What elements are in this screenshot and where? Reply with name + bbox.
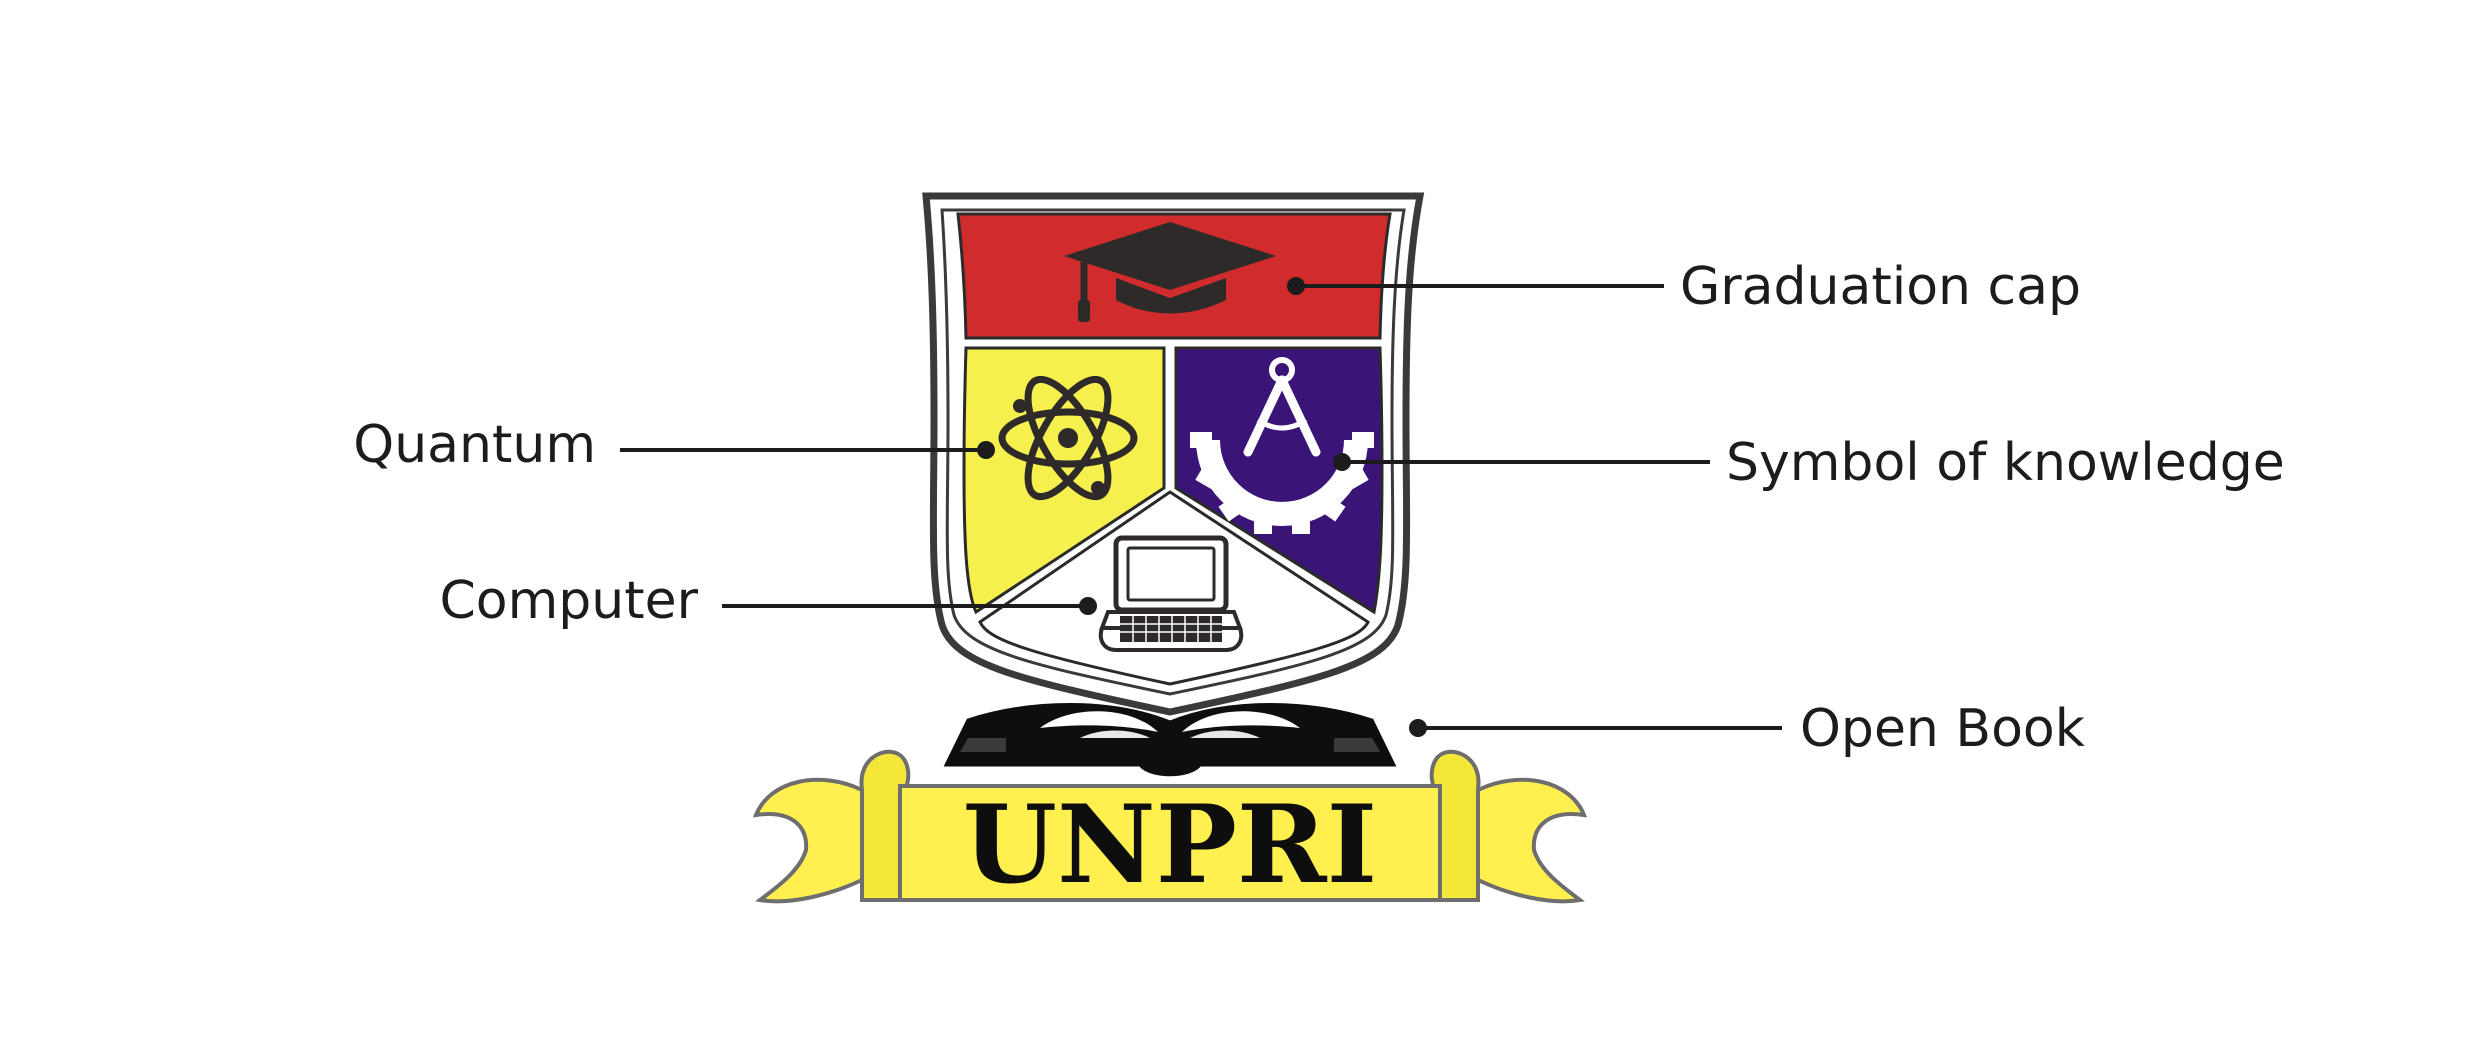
ribbon-banner: UNPRI: [752, 749, 1588, 908]
computer-icon: [1098, 535, 1244, 652]
purple-panel: [1174, 346, 1384, 615]
callout-label-graduation-cap: Graduation cap: [1680, 257, 2081, 317]
open-book-icon: [943, 703, 1397, 777]
shield: [922, 192, 1425, 716]
callout-symbol-of-knowledge: Symbol of knowledge: [1333, 433, 2285, 493]
callout-open-book: Open Book: [1409, 699, 2085, 759]
callout-computer: Computer: [439, 571, 1097, 631]
callout-label-quantum: Quantum: [353, 415, 596, 475]
banner-text: UNPRI: [963, 782, 1377, 908]
ribbon-right-tail: [1476, 777, 1588, 904]
compass-gear-icon: [1190, 357, 1374, 534]
ribbon-band: [898, 784, 1442, 902]
callout-quantum: Quantum: [353, 415, 995, 475]
atom-icon: [998, 375, 1138, 501]
graduation-cap-icon: [1064, 222, 1276, 322]
ribbon-left-tail: [752, 777, 864, 904]
callout-graduation-cap: Graduation cap: [1287, 257, 2081, 317]
callout-label-open-book: Open Book: [1800, 699, 2085, 759]
callout-label-symbol-of-knowledge: Symbol of knowledge: [1726, 433, 2285, 493]
callout-label-computer: Computer: [439, 571, 698, 631]
